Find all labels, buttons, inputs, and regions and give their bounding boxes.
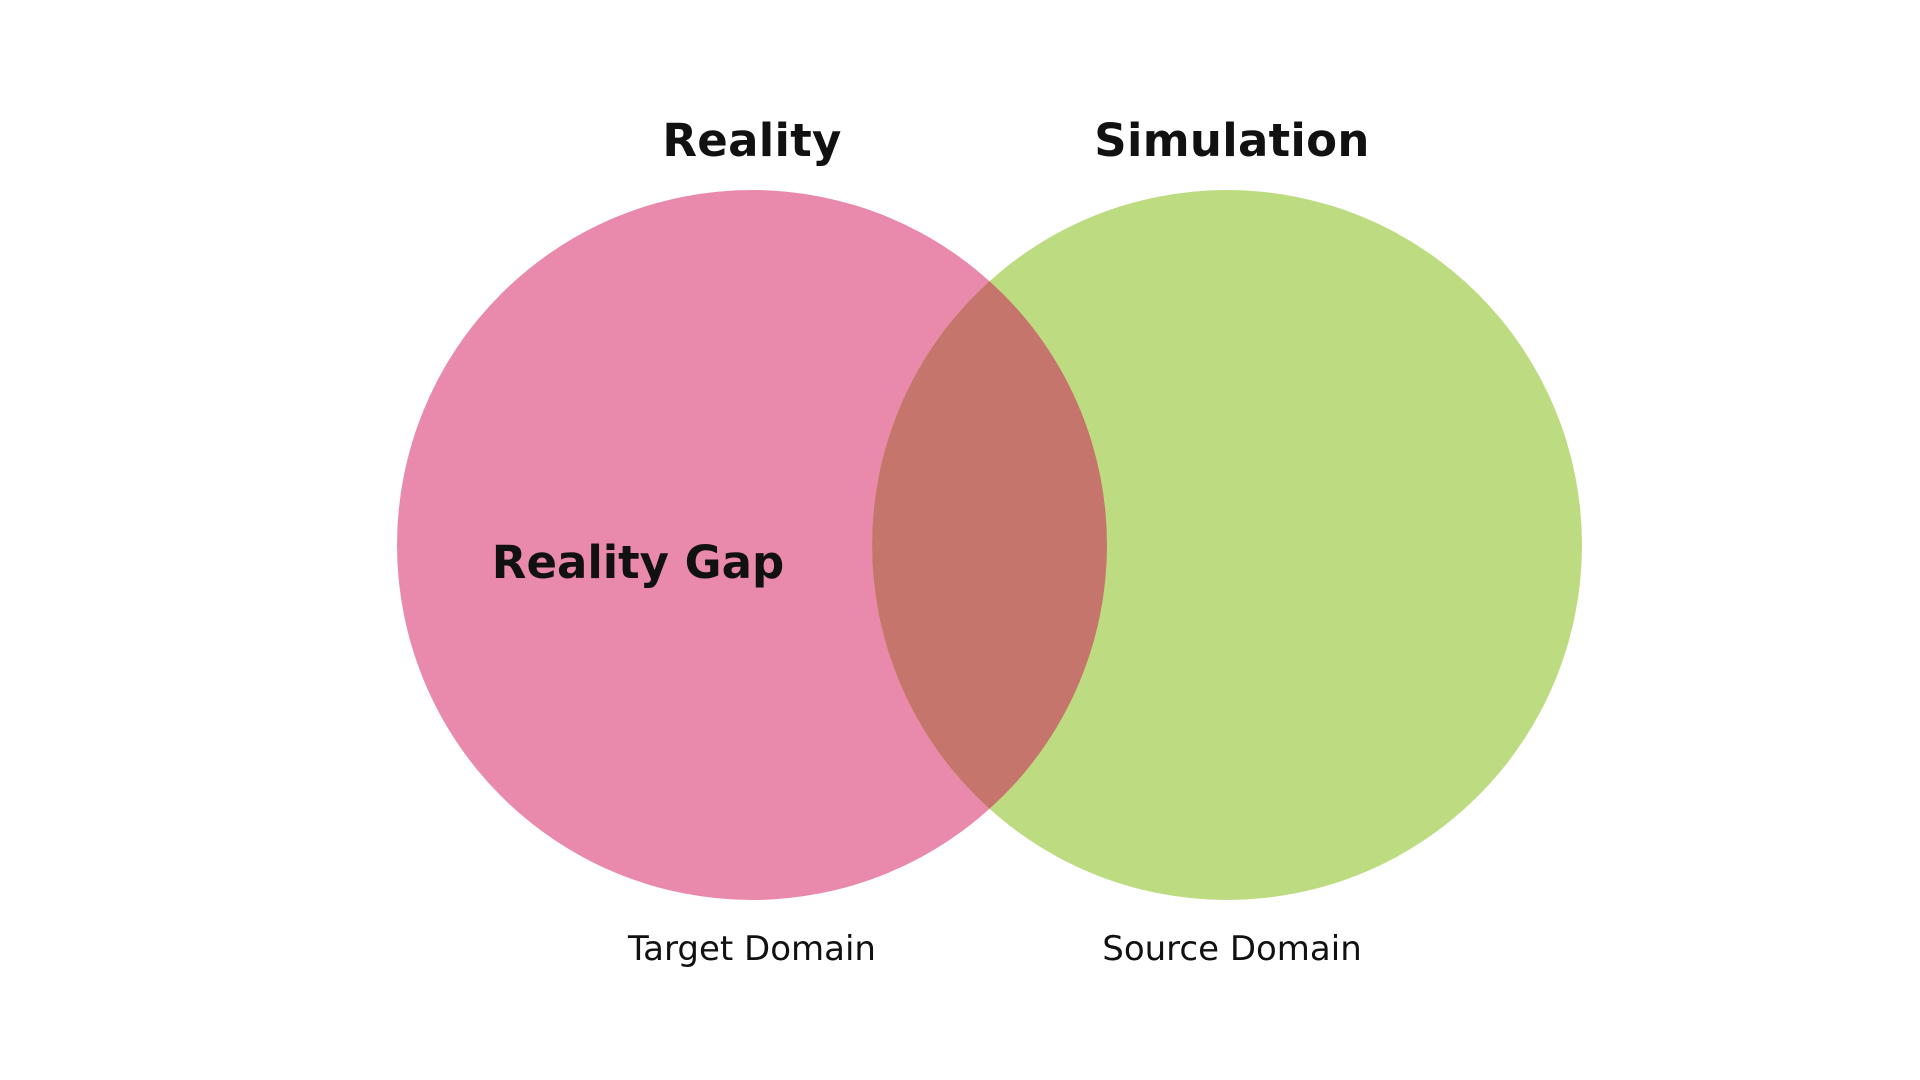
simulation-title: Simulation: [1094, 114, 1370, 167]
reality-gap-label: Reality Gap: [491, 536, 785, 589]
source-domain-label: Source Domain: [1102, 929, 1362, 969]
reality-title: Reality: [662, 114, 842, 167]
overlap-region: [872, 190, 1107, 900]
target-domain-label: Target Domain: [628, 929, 876, 969]
